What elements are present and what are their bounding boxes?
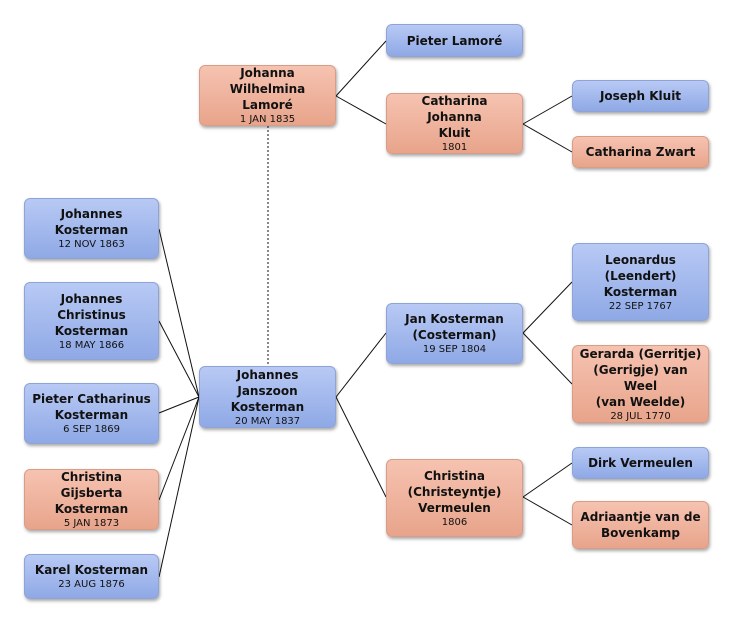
person-catharina-zwart[interactable]: Catharina Zwart xyxy=(572,136,709,168)
connector-focal-father xyxy=(335,332,387,398)
person-name: Gerarda (Gerritje) (Gerrigje) van Weel (… xyxy=(579,346,702,409)
person-pieter-catharinus-kosterman[interactable]: Pieter Catharinus Kosterman 6 SEP 1869 xyxy=(24,383,159,444)
connector-jan-mother xyxy=(522,332,573,385)
person-johannes-kosterman-1863[interactable]: Johannes Kosterman 12 NOV 1863 xyxy=(24,198,159,259)
person-name: Catharina Johanna Kluit xyxy=(421,94,488,140)
person-date: 1 JAN 1835 xyxy=(239,114,296,125)
person-name: Christina (Christeyntje) Vermeulen xyxy=(407,468,502,515)
connector-johanna-mother xyxy=(335,95,387,125)
connector-johannes-christinus xyxy=(158,320,200,398)
connector-johannes-1863 xyxy=(158,228,200,398)
person-dirk-vermeulen[interactable]: Dirk Vermeulen xyxy=(572,447,709,479)
person-date: 19 SEP 1804 xyxy=(422,344,487,355)
person-date: 22 SEP 1767 xyxy=(608,300,673,312)
connector-pieter-catharinus xyxy=(158,396,200,414)
connector-kluit-father xyxy=(522,95,573,125)
person-jan-kosterman[interactable]: Jan Kosterman (Costerman) 19 SEP 1804 xyxy=(386,303,523,364)
person-name: Adriaantje van de Bovenkamp xyxy=(580,510,701,540)
connector-jan-father xyxy=(522,281,573,334)
connector-karel xyxy=(158,396,200,578)
person-joseph-kluit[interactable]: Joseph Kluit xyxy=(572,80,709,112)
person-name: Leonardus (Leendert) Kosterman xyxy=(603,252,678,299)
person-date: 1806 xyxy=(441,516,468,528)
person-name: Johannes Christinus Kosterman xyxy=(54,291,129,338)
person-name: Johannes Janszoon Kosterman xyxy=(230,367,305,414)
person-christina-vermeulen[interactable]: Christina (Christeyntje) Vermeulen 1806 xyxy=(386,459,523,537)
person-name: Johanna Wilhelmina Lamoré xyxy=(229,66,306,112)
person-date: 20 MAY 1837 xyxy=(234,415,301,427)
person-name: Pieter Catharinus Kosterman xyxy=(32,392,151,422)
connector-johanna-father xyxy=(335,40,387,97)
connector-christina-father xyxy=(522,462,573,498)
person-karel-kosterman[interactable]: Karel Kosterman 23 AUG 1876 xyxy=(24,554,159,599)
connector-kluit-mother xyxy=(522,123,573,153)
person-pieter-lamore[interactable]: Pieter Lamoré xyxy=(386,24,523,57)
person-date: 1801 xyxy=(441,142,468,153)
person-christina-gijsberta-kosterman[interactable]: Christina Gijsberta Kosterman 5 JAN 1873 xyxy=(24,469,159,530)
person-date: 5 JAN 1873 xyxy=(63,518,120,529)
person-name: Johannes Kosterman xyxy=(54,207,129,237)
person-gerarda-van-weel[interactable]: Gerarda (Gerritje) (Gerrigje) van Weel (… xyxy=(572,345,709,423)
person-catharina-johanna-kluit[interactable]: Catharina Johanna Kluit 1801 xyxy=(386,93,523,154)
person-name: Pieter Lamoré xyxy=(406,33,503,48)
person-name: Dirk Vermeulen xyxy=(588,456,693,470)
person-name: Jan Kosterman (Costerman) xyxy=(405,312,504,342)
person-name: Karel Kosterman xyxy=(34,563,149,577)
person-date: 12 NOV 1863 xyxy=(58,239,125,250)
person-johanna-wilhelmina-lamore[interactable]: Johanna Wilhelmina Lamoré 1 JAN 1835 xyxy=(199,65,336,126)
person-johannes-janszoon-kosterman[interactable]: Johannes Janszoon Kosterman 20 MAY 1837 xyxy=(199,366,336,428)
person-date: 23 AUG 1876 xyxy=(58,579,125,590)
person-leonardus-kosterman[interactable]: Leonardus (Leendert) Kosterman 22 SEP 17… xyxy=(572,243,709,321)
person-name: Catharina Zwart xyxy=(585,145,696,159)
connector-christina-gijsberta xyxy=(158,396,200,501)
person-johannes-christinus-kosterman[interactable]: Johannes Christinus Kosterman 18 MAY 186… xyxy=(24,282,159,360)
person-name: Christina Gijsberta Kosterman xyxy=(54,470,129,516)
person-date: 18 MAY 1866 xyxy=(58,339,125,351)
person-date: 6 SEP 1869 xyxy=(63,424,120,435)
person-adriaantje-van-de-bovenkamp[interactable]: Adriaantje van de Bovenkamp xyxy=(572,501,709,549)
connector-christina-mother xyxy=(522,496,573,526)
person-name: Joseph Kluit xyxy=(599,89,682,103)
person-date: 28 JUL 1770 xyxy=(610,410,671,422)
connector-focal-mother xyxy=(335,396,387,498)
